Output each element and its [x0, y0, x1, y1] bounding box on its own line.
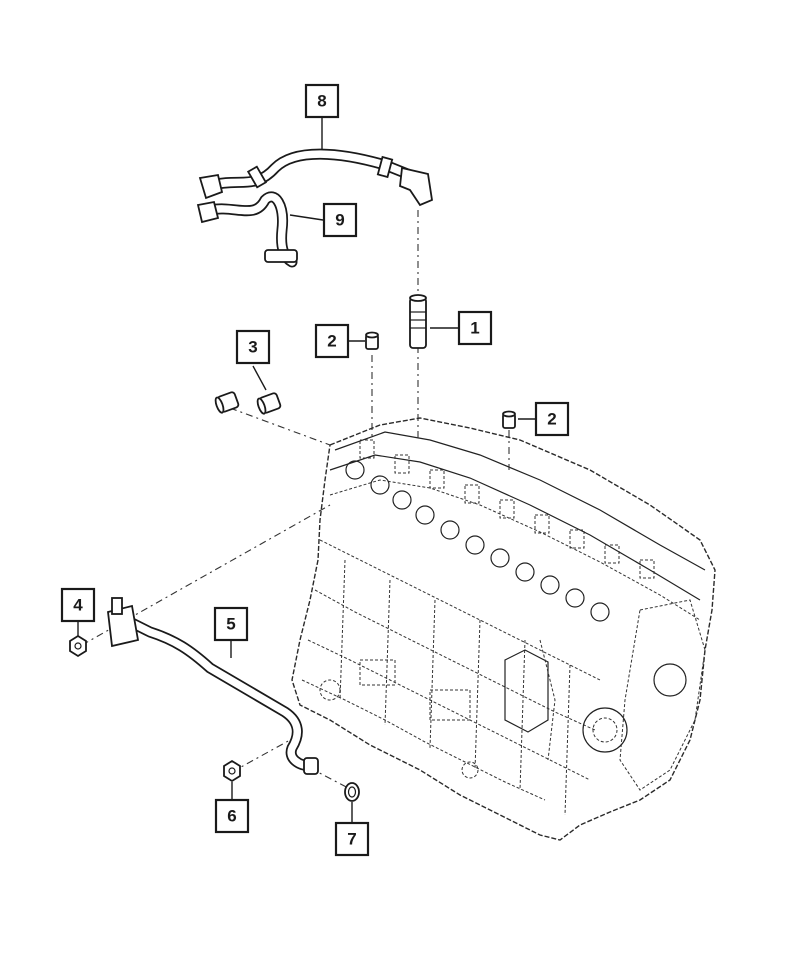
hose-9 [196, 191, 298, 268]
callout-7: 7 [334, 821, 370, 857]
callout-4: 4 [60, 587, 96, 623]
callout-label: 2 [547, 410, 556, 429]
leader-lines [77, 118, 536, 823]
callout-6: 6 [214, 798, 250, 834]
callout-2-right: 2 [534, 401, 570, 437]
part-2-plug-upper [365, 331, 379, 350]
callout-1: 1 [457, 310, 493, 346]
callout-label: 7 [347, 830, 356, 849]
callout-label: 3 [248, 338, 257, 357]
callout-label: 9 [335, 211, 344, 230]
callout-label: 8 [317, 92, 326, 111]
part-4-nut [69, 634, 87, 658]
callout-9: 9 [322, 202, 358, 238]
hose-8 [198, 148, 433, 207]
callout-label: 1 [470, 319, 479, 338]
part-7-oring [344, 782, 360, 802]
callout-5: 5 [213, 606, 249, 642]
callout-label: 2 [327, 332, 336, 351]
callout-label: 6 [227, 807, 236, 826]
injector-row [359, 439, 655, 579]
callout-8: 8 [304, 83, 340, 119]
part-1-connector [409, 294, 427, 349]
part-6-nut [223, 759, 241, 783]
head-ports [345, 460, 610, 622]
part-5-tube [107, 597, 319, 775]
callout-2-upper: 2 [314, 323, 350, 359]
part-2-plug-right [502, 410, 516, 429]
callout-3: 3 [235, 329, 271, 365]
part-3-sleeves [214, 391, 282, 415]
callout-label: 5 [226, 615, 235, 634]
engine-block [291, 417, 716, 841]
callout-label: 4 [73, 596, 83, 615]
